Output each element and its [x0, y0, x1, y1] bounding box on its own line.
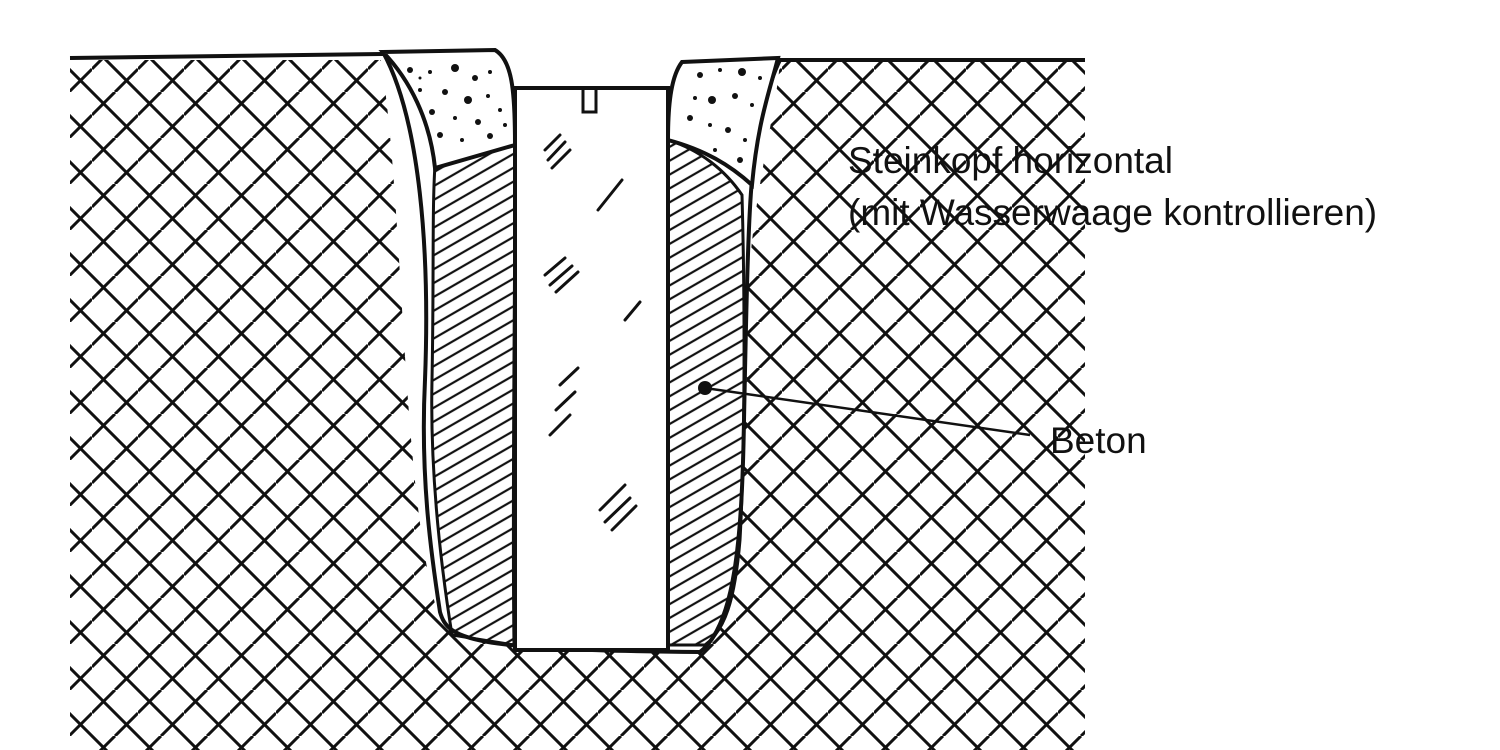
stone-head-label: Steinkopf horizontal (mit Wasserwaage ko… [848, 135, 1377, 239]
soil-fade-left [0, 60, 70, 750]
stone-texture [543, 133, 642, 532]
beton-leader-line [704, 386, 1031, 437]
stone-head-label-line1: Steinkopf horizontal [848, 140, 1173, 181]
stone-notch [581, 90, 598, 114]
concrete-label: Beton [1050, 420, 1147, 461]
gravel-cap-left [378, 47, 518, 171]
stone-post [513, 86, 670, 652]
gravel-dots [407, 64, 762, 163]
ground-line [69, 52, 1085, 62]
gravel-cap-right [665, 55, 781, 190]
stone-head-label-line2: (mit Wasserwaage kontrollieren) [848, 192, 1378, 233]
concrete-left [430, 141, 517, 647]
